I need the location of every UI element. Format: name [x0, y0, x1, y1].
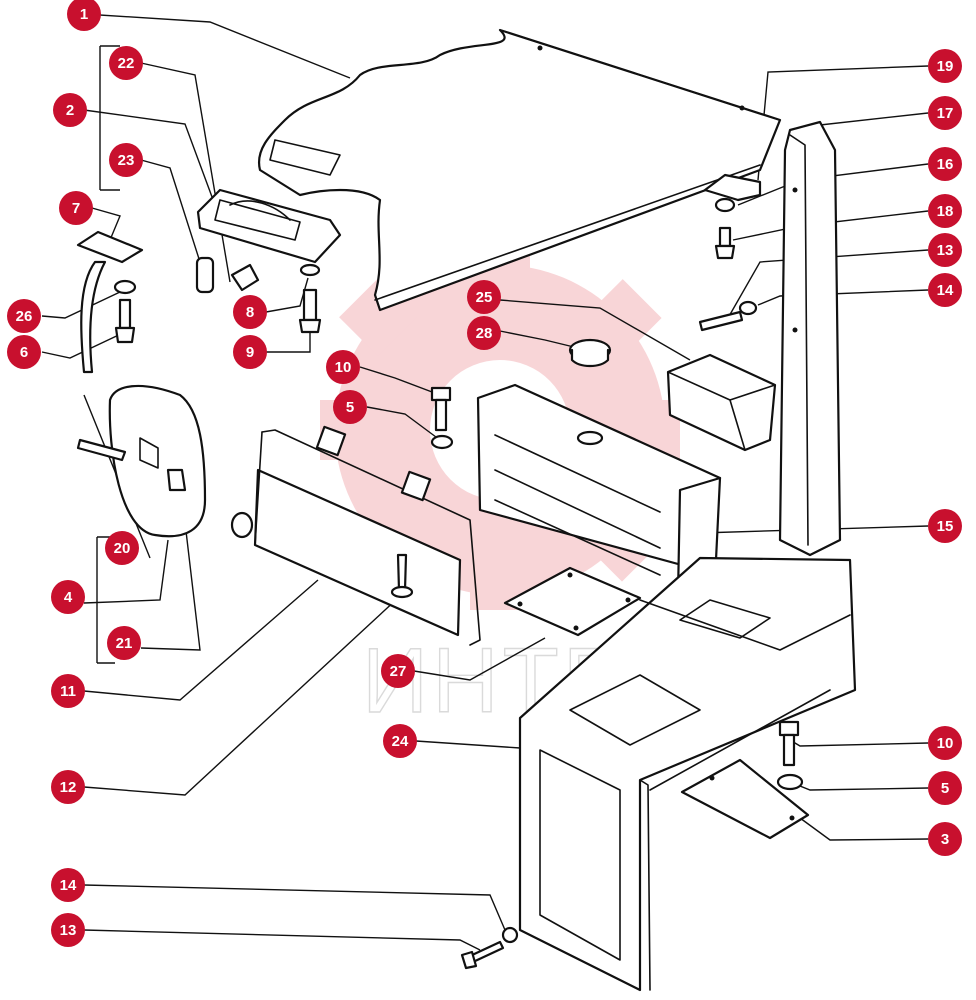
svg-text:10: 10: [937, 735, 954, 752]
screw-12: [390, 553, 414, 599]
svg-text:28: 28: [476, 325, 493, 342]
callout-10-lower: 10: [928, 726, 962, 760]
svg-text:14: 14: [60, 877, 77, 894]
svg-text:23: 23: [118, 152, 135, 169]
column-post: [778, 120, 842, 557]
svg-text:10: 10: [335, 359, 352, 376]
callout-25: 25: [467, 280, 501, 314]
roof-bracket: [703, 173, 762, 202]
callout-14-upper: 14: [928, 273, 962, 307]
lamp-bulbs: [195, 256, 260, 294]
callout-4: 4: [51, 580, 85, 614]
svg-text:24: 24: [392, 733, 409, 750]
svg-text:19: 19: [937, 58, 954, 75]
callout-28: 28: [467, 316, 501, 350]
svg-text:13: 13: [937, 242, 954, 259]
callout-1: 1: [67, 0, 101, 31]
callout-12: 12: [51, 770, 85, 804]
plate-27: [503, 566, 642, 637]
callout-6: 6: [7, 335, 41, 369]
callout-20: 20: [105, 531, 139, 565]
svg-text:5: 5: [941, 780, 949, 797]
callout-14-lower: 14: [51, 868, 85, 902]
svg-text:2: 2: [66, 102, 74, 119]
roof-panel: [257, 28, 782, 312]
hook-bracket: [76, 230, 144, 374]
callout-26: 26: [7, 299, 41, 333]
bolt-10-5-upper: [430, 386, 454, 450]
svg-text:22: 22: [118, 55, 135, 72]
callout-7: 7: [59, 191, 93, 225]
svg-text:17: 17: [937, 105, 954, 122]
svg-text:12: 12: [60, 779, 77, 796]
callout-13-lower: 13: [51, 913, 85, 947]
callout-17: 17: [928, 96, 962, 130]
lower-console: [518, 556, 857, 992]
svg-text:7: 7: [72, 200, 80, 217]
svg-text:26: 26: [16, 308, 33, 325]
bolt-bottom: [460, 926, 519, 970]
svg-text:4: 4: [64, 589, 73, 606]
callout-13-upper: 13: [928, 233, 962, 267]
callout-27: 27: [381, 654, 415, 688]
svg-text:21: 21: [116, 635, 133, 652]
callout-19: 19: [928, 49, 962, 83]
svg-text:18: 18: [937, 203, 954, 220]
callout-23: 23: [109, 143, 143, 177]
lamp-housing: [196, 188, 342, 264]
svg-text:3: 3: [941, 831, 949, 848]
callout-10-upper: 10: [326, 350, 360, 384]
storage-box: [568, 338, 777, 452]
bolt-10-5-lower: [776, 720, 804, 791]
svg-text:1: 1: [80, 6, 88, 23]
callout-badges: 1 22 2 23 7 26 6 8 9 10 5 20 4 21 11 12 …: [7, 0, 962, 947]
callout-3: 3: [928, 822, 962, 856]
leader-lines: [41, 13, 929, 951]
callout-8: 8: [233, 295, 267, 329]
callout-15: 15: [928, 509, 962, 543]
svg-text:15: 15: [937, 518, 954, 535]
callout-11: 11: [51, 674, 85, 708]
svg-text:16: 16: [937, 156, 954, 173]
mirror: [76, 384, 207, 538]
callout-24: 24: [383, 724, 417, 758]
svg-text:5: 5: [346, 399, 354, 416]
callout-21: 21: [107, 626, 141, 660]
callout-16: 16: [928, 147, 962, 181]
callout-9: 9: [233, 335, 267, 369]
screw-8-9: [298, 263, 322, 334]
callout-2: 2: [53, 93, 87, 127]
svg-text:25: 25: [476, 289, 493, 306]
svg-text:13: 13: [60, 922, 77, 939]
callout-22: 22: [109, 46, 143, 80]
svg-text:27: 27: [390, 663, 407, 680]
svg-text:9: 9: [246, 344, 254, 361]
callout-18: 18: [928, 194, 962, 228]
callout-5-lower: 5: [928, 771, 962, 805]
svg-text:6: 6: [20, 344, 28, 361]
svg-text:14: 14: [937, 282, 954, 299]
svg-text:8: 8: [246, 304, 254, 321]
svg-text:20: 20: [114, 540, 131, 557]
hardware-right: [698, 197, 758, 332]
svg-text:11: 11: [60, 683, 76, 700]
callout-5-upper: 5: [333, 390, 367, 424]
plate-3: [680, 758, 810, 840]
